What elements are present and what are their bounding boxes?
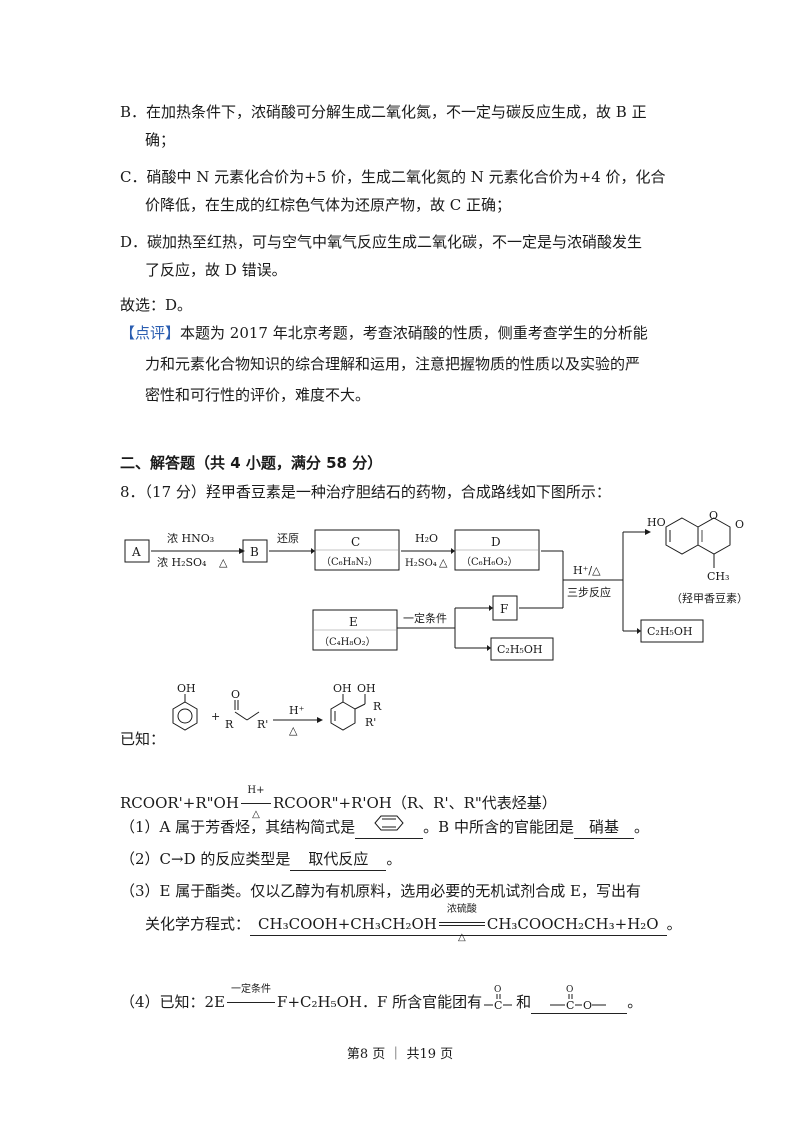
label-e: E	[349, 615, 358, 629]
part4-end: 。	[627, 993, 643, 1011]
benzene-icon	[374, 815, 404, 831]
q8-part3-line2: 关化学方程式：CH₃COOH+CH₃CH₂OH 浓硫酸 △ CH₃COOCH₂C…	[145, 904, 682, 943]
known-prod-oh2: OH	[357, 682, 376, 695]
known-ketone-rp: R'	[257, 718, 268, 731]
option-b-line2: 确；	[145, 131, 176, 149]
ester-group-icon: O C O	[550, 985, 607, 1012]
answer-benzene	[355, 814, 424, 839]
box-a	[124, 539, 150, 563]
ester-rule-right: RCOOR"+R'OH（R、R'、R"代表烃基）	[272, 794, 557, 812]
part4-text-b: F+C₂H₅OH．F 所含官能团有	[277, 993, 483, 1011]
label-ethanol-1: C₂H₅OH	[497, 643, 542, 656]
label-d: D	[491, 535, 501, 549]
part3-text: 关化学方程式：	[145, 915, 251, 933]
reagent-4-top: H⁺/△	[573, 564, 601, 577]
product-ho: HO	[647, 516, 666, 529]
reagent-3-bottom: H₂SO₄	[405, 558, 437, 569]
q8-part3-line1: （3）E 属于酯类。仅以乙醇为有机原料，选用必要的无机试剂合成 E，写出有	[120, 882, 641, 900]
part4-cond: 一定条件	[231, 984, 272, 995]
q8-part4: （4）已知：2E 一定条件 F+C₂H₅OH．F 所含官能团有 O C 和 O …	[120, 983, 642, 1014]
question-8-stem: 8．（17 分）羟甲香豆素是一种治疗胆结石的药物，合成路线如下图所示：	[120, 483, 611, 501]
known-cond-bottom: △	[289, 724, 298, 737]
ester-c: C	[566, 999, 574, 1012]
section-title: 二、解答题（共 4 小题，满分 58 分）	[120, 454, 383, 472]
part1-text-b: 。B 中所含的官能团是	[423, 818, 574, 836]
comment-line3: 密性和可行性的评价，难度不大。	[145, 386, 371, 404]
label-f: F	[500, 602, 508, 616]
option-c-line1: C．硝酸中 N 元素化合价为+5 价，生成二氧化氮的 N 元素化合价为+4 价，…	[120, 168, 666, 186]
eq-right: CH₃COOCH₂CH₃+H₂O	[486, 915, 659, 933]
ester-o: O	[583, 999, 592, 1012]
answer-nitro: 硝基	[573, 816, 634, 839]
answer-ester-group: O C O	[531, 983, 628, 1014]
known-ketone-o: O	[231, 688, 240, 701]
known-ketone-r: R	[225, 718, 234, 731]
answer-substitution: 取代反应	[290, 848, 387, 871]
comment-tag: 【点评】	[120, 324, 181, 342]
page-footer: 第8 页 ｜ 共19 页	[346, 1047, 454, 1062]
part3-end: 。	[666, 915, 682, 933]
comment-text1: 本题为 2017 年北京考题，考查浓硝酸的性质，侧重考查学生的分析能	[180, 324, 648, 342]
carbonyl-c: C	[494, 999, 502, 1012]
product-exo-o: O	[735, 518, 744, 531]
known-label: 已知：	[120, 730, 166, 748]
label-d-formula: （C₆H₆O₂）	[461, 556, 518, 568]
eq-heat: △	[457, 932, 466, 943]
ester-rule: RCOOR'+R"OH H+ △ RCOOR"+R'OH（R、R'、R"代表烃基…	[120, 785, 557, 820]
ester-rule-cond-top: H+	[247, 785, 265, 796]
option-d-line1: D．碳加热至红热，可与空气中氧气反应生成二氧化碳，不一定是与浓硝酸发生	[120, 233, 643, 251]
known-prod-oh1: OH	[333, 682, 352, 695]
reagent-1-bottom: 浓 H₂SO₄	[157, 556, 207, 569]
reagent-1-heat: △	[219, 556, 228, 569]
ester-rule-left: RCOOR'+R"OH	[120, 794, 239, 812]
ester-o-top: O	[566, 985, 573, 995]
known-prod-rp: R'	[365, 716, 376, 729]
option-d-line2: 了反应，故 D 错误。	[145, 261, 287, 279]
answer-esterification: CH₃COOH+CH₃CH₂OH 浓硫酸 △ CH₃COOCH₂CH₃+H₂O	[250, 904, 667, 943]
label-a: A	[131, 545, 141, 559]
q8-part1: （1）A 属于芳香烃，其结构简式是 。B 中所含的官能团是硝基。	[120, 814, 649, 839]
part1-text-a: （1）A 属于芳香烃，其结构简式是	[120, 818, 356, 836]
known-plus: +	[211, 710, 220, 723]
product-ch3: CH₃	[707, 570, 729, 583]
option-c-line2: 价降低，在生成的红棕色气体为还原产物，故 C 正确；	[145, 196, 512, 214]
reagent-1-top: 浓 HNO₃	[167, 532, 214, 545]
carbonyl-o: O	[494, 985, 501, 995]
comment-line1: 【点评】本题为 2017 年北京考题，考查浓硝酸的性质，侧重考查学生的分析能	[120, 322, 648, 344]
carbonyl-group-icon: O C	[484, 985, 513, 1012]
comment-line2: 力和元素化合物知识的综合理解和运用，注意把握物质的性质以及实验的严	[145, 355, 641, 373]
known-reaction: OH + O R R' H⁺ △ OH OH R R'	[172, 682, 382, 737]
part4-and: 和	[516, 993, 532, 1011]
reagent-3-top: H₂O	[415, 532, 438, 545]
part4-text-a: （4）已知：2E	[120, 993, 226, 1011]
synthesis-scheme: A B C （C₆H₈N₂） D （C₆H₆O₂） E （C₄H₈O₂） F C…	[124, 510, 748, 661]
option-b-line1: B．在加热条件下，浓硝酸可分解生成二氧化氮，不一定与碳反应生成，故 B 正	[120, 103, 647, 121]
part1-end: 。	[633, 818, 649, 836]
reagent-5-top: 一定条件	[403, 611, 447, 625]
product-name: （羟甲香豆素）	[671, 591, 748, 605]
eq-cond: 浓硫酸	[446, 904, 477, 915]
part2-text: （2）C→D 的反应类型是	[120, 850, 291, 868]
label-e-formula: （C₄H₈O₂）	[319, 636, 376, 648]
reagent-3-heat: △	[439, 556, 448, 569]
label-b: B	[250, 545, 259, 559]
ester-rule-cond-bottom: △	[252, 809, 260, 820]
q8-part2: （2）C→D 的反应类型是取代反应。	[120, 848, 401, 871]
box-ethanol-1	[490, 637, 554, 661]
product-ring-o: O	[709, 510, 718, 522]
answer-choice: 故选：D。	[120, 296, 193, 314]
reagent-4-bottom: 三步反应	[567, 585, 611, 599]
known-phenol-oh: OH	[177, 682, 196, 695]
label-c: C	[351, 535, 360, 549]
label-c-formula: （C₆H₈N₂）	[321, 556, 378, 568]
known-prod-r: R	[373, 700, 382, 713]
reagent-2-top: 还原	[277, 532, 299, 545]
label-ethanol-2: C₂H₅OH	[647, 625, 692, 638]
known-cond-top: H⁺	[289, 704, 305, 717]
part2-end: 。	[386, 850, 402, 868]
eq-left: CH₃COOH+CH₃CH₂OH	[258, 915, 437, 933]
